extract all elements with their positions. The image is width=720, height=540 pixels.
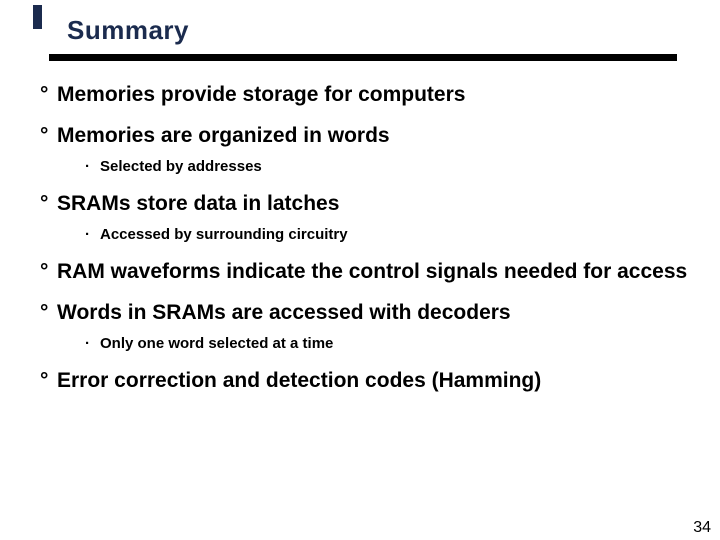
page-number: 34 bbox=[693, 519, 711, 536]
bullet-item: ° Words in SRAMs are accessed with decode… bbox=[0, 302, 705, 324]
ring-bullet-icon: ° bbox=[40, 83, 49, 106]
sub-bullet-item: · Only one word selected at a time bbox=[0, 336, 705, 351]
ring-bullet-icon: ° bbox=[40, 260, 49, 283]
ring-bullet-icon: ° bbox=[40, 301, 49, 324]
sub-bullet-item: · Selected by addresses bbox=[0, 159, 705, 174]
sub-bullet-item: · Accessed by surrounding circuitry bbox=[0, 227, 705, 242]
bullet-text: Words in SRAMs are accessed with decoder… bbox=[57, 301, 511, 324]
slide-title: Summary bbox=[67, 15, 189, 45]
ring-bullet-icon: ° bbox=[40, 192, 49, 215]
dot-bullet-icon: · bbox=[85, 226, 90, 243]
bullet-text: Memories provide storage for computers bbox=[57, 83, 466, 106]
bullet-text: SRAMs store data in latches bbox=[57, 192, 340, 215]
bullet-text: RAM waveforms indicate the control signa… bbox=[57, 260, 688, 283]
bullet-text: Memories are organized in words bbox=[57, 124, 390, 147]
accent-bar bbox=[33, 5, 42, 29]
bullet-text: Selected by addresses bbox=[100, 158, 262, 175]
title-rule bbox=[49, 54, 677, 61]
bullet-item: ° SRAMs store data in latches bbox=[0, 193, 705, 215]
bullet-text: Accessed by surrounding circuitry bbox=[100, 226, 348, 243]
dot-bullet-icon: · bbox=[85, 158, 90, 175]
bullet-item: ° RAM waveforms indicate the control sign… bbox=[0, 261, 705, 283]
ring-bullet-icon: ° bbox=[40, 124, 49, 147]
bullet-item: ° Memories are organized in words bbox=[0, 125, 705, 147]
bullet-list: °Memories provide storage for computers°… bbox=[0, 84, 705, 392]
ring-bullet-icon: ° bbox=[40, 369, 49, 392]
dot-bullet-icon: · bbox=[85, 335, 90, 352]
bullet-item: ° Error correction and detection codes (H… bbox=[0, 370, 705, 392]
bullet-text: Error correction and detection codes (Ha… bbox=[57, 369, 542, 392]
bullet-item: ° Memories provide storage for computers bbox=[0, 84, 705, 106]
bullet-text: Only one word selected at a time bbox=[100, 335, 334, 352]
